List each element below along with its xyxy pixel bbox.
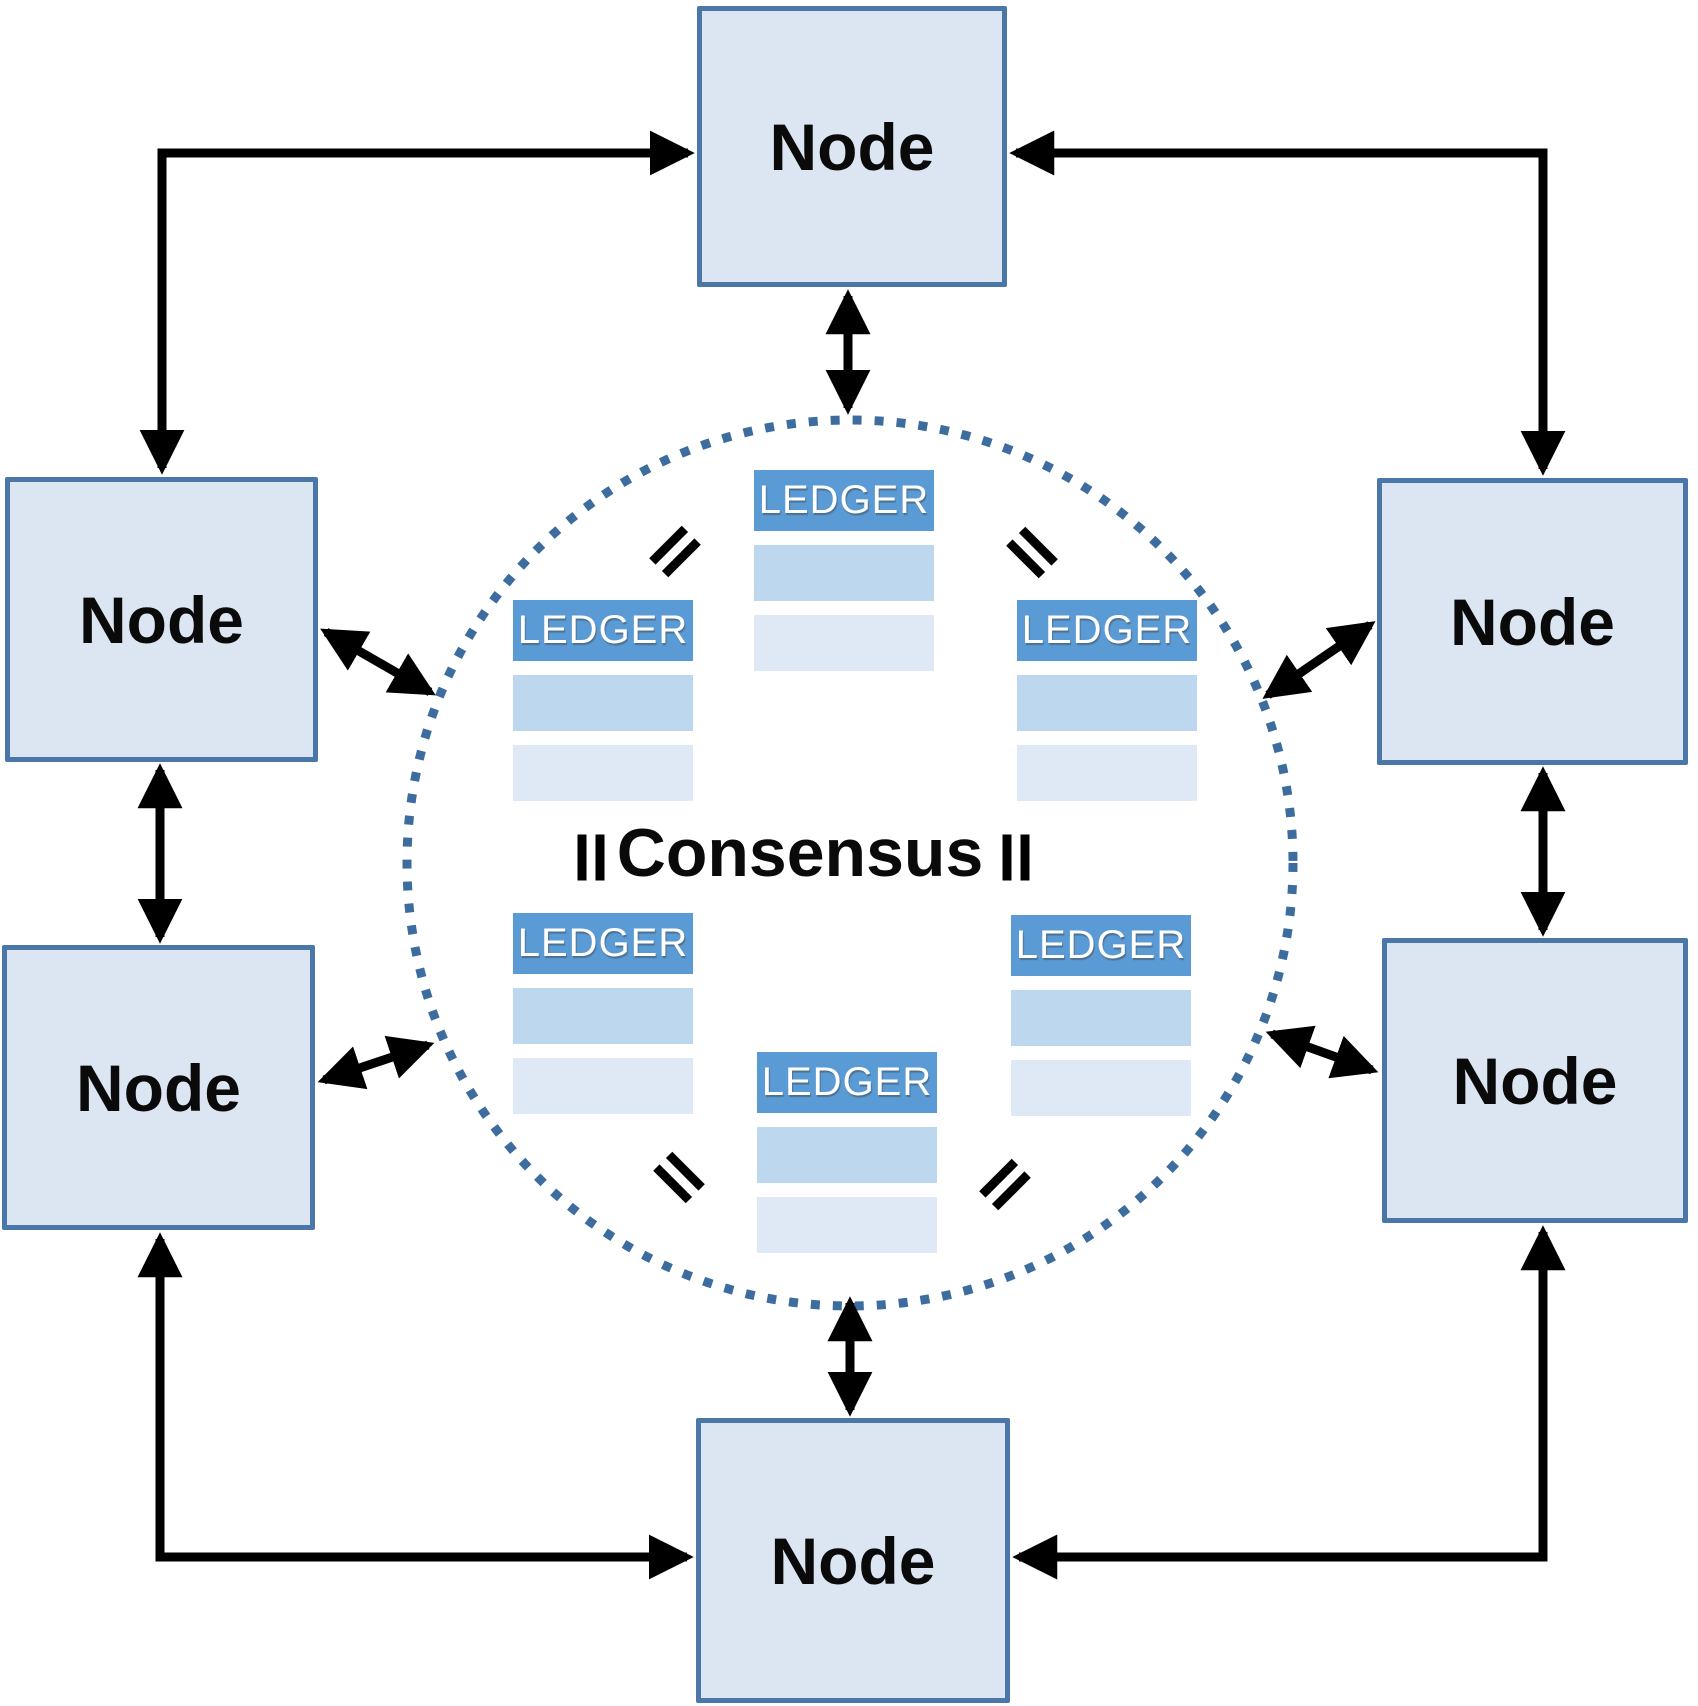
ledger-bottom: LEDGER (757, 1052, 937, 1253)
arrow-right-lower-node-circle (1265, 1025, 1379, 1079)
node-label: Node (769, 109, 935, 184)
ledger-row (513, 1058, 693, 1114)
consensus-label: Consensus (616, 815, 984, 891)
ledger-title: LEDGER (754, 470, 934, 531)
ledger-row (513, 675, 693, 731)
node-bottom: Node (696, 1418, 1010, 1703)
ledger-title: LEDGER (757, 1052, 937, 1113)
ledger-top: LEDGER (754, 470, 934, 671)
node-label: Node (1452, 1043, 1618, 1118)
consensus-boundary-circle (402, 415, 1298, 1311)
ledger-row (757, 1197, 937, 1253)
equals-icon (1002, 834, 1030, 881)
equals-bar (577, 834, 587, 881)
ledger-title: LEDGER (513, 600, 693, 661)
node-left-upper: Node (5, 477, 318, 762)
arrow-left-lower-bottom-node (137, 1232, 694, 1580)
equals-bar (1002, 834, 1012, 881)
ledger-right-lower: LEDGER (1011, 915, 1191, 1116)
node-right-upper: Node (1377, 478, 1688, 765)
ledger-row (1017, 745, 1197, 801)
ledger-title: LEDGER (1017, 600, 1197, 661)
ledger-row (513, 745, 693, 801)
node-label: Node (76, 1050, 241, 1125)
arrow-top-node-right-upper (1009, 130, 1566, 476)
ledger-row (1011, 1060, 1191, 1116)
arrow-right-lower-bottom-node (1012, 1225, 1566, 1580)
node-label: Node (770, 1523, 936, 1598)
equals-bar (595, 834, 605, 881)
ledger-row (754, 615, 934, 671)
ledger-row (754, 545, 934, 601)
equals-icon (577, 834, 605, 881)
equals-bar (1020, 834, 1030, 881)
arrow-left-lower-node-circle (317, 1035, 435, 1090)
ledger-row (513, 988, 693, 1044)
node-label: Node (1450, 584, 1615, 659)
ledger-row (1011, 990, 1191, 1046)
ledger-right-upper: LEDGER (1017, 600, 1197, 801)
node-label: Node (79, 582, 244, 657)
ledger-row (757, 1127, 937, 1183)
arrow-top-node-left-upper (139, 130, 695, 475)
node-top: Node (697, 6, 1007, 287)
node-left-lower: Node (2, 945, 315, 1230)
node-right-lower: Node (1382, 938, 1688, 1223)
ledger-left-lower: LEDGER (513, 913, 693, 1114)
ledger-title: LEDGER (1011, 915, 1191, 976)
ledger-left-upper: LEDGER (513, 600, 693, 801)
ledger-title: LEDGER (513, 913, 693, 974)
arrow-right-upper-node-circle (1262, 621, 1376, 699)
arrow-left-upper-node-circle (320, 628, 436, 696)
ledger-row (1017, 675, 1197, 731)
